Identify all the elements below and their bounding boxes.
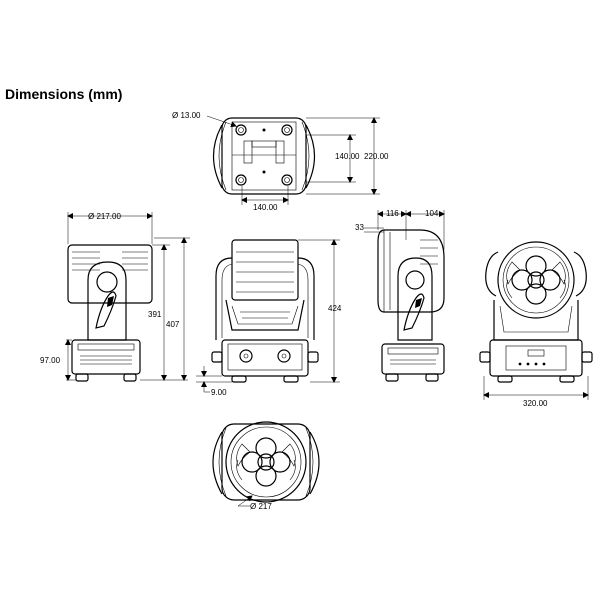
left-width-label: Ø 217.00 xyxy=(88,212,121,221)
bottom-diameter-label: Ø 217 xyxy=(250,502,272,511)
top-width-label: 140.00 xyxy=(253,203,278,212)
top-view: Ø 13.00 140.00 220.00 140.00 xyxy=(172,111,389,212)
back-view: 320.00 xyxy=(479,241,593,408)
diagram-title: Dimensions (mm) xyxy=(5,86,123,102)
base-height-label: 97.00 xyxy=(40,356,61,365)
right-side-view: 116 104 33 xyxy=(355,209,445,382)
top-offset-label: 33 xyxy=(355,223,364,232)
depth-back-label: 104 xyxy=(425,209,439,218)
arm-height-label: 391 xyxy=(148,310,162,319)
left-side-view: Ø 217.00 391 407 97.00 xyxy=(40,212,190,382)
hole-diameter-label: Ø 13.00 xyxy=(172,111,201,120)
foot-label: 9.00 xyxy=(211,388,227,397)
front-height-label: 424 xyxy=(328,304,342,313)
outer-height-label: 220.00 xyxy=(364,152,389,161)
back-width-label: 320.00 xyxy=(523,399,548,408)
inner-height-label: 140.00 xyxy=(335,152,360,161)
total-height-label: 407 xyxy=(166,320,180,329)
depth-front-label: 116 xyxy=(386,209,399,218)
bottom-view: Ø 217 xyxy=(212,421,320,511)
front-view: 424 9.00 xyxy=(196,239,342,397)
